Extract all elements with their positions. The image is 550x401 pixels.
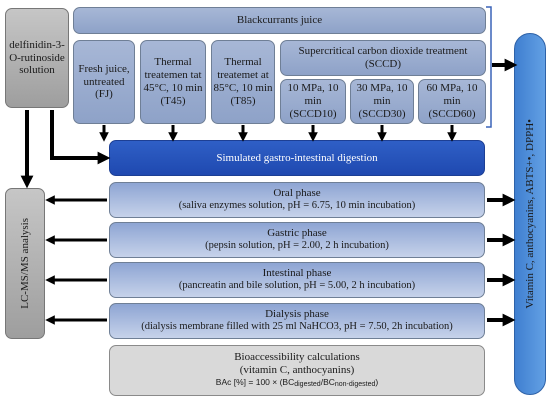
oral-phase-box: Oral phase (saliva enzymes solution, pH … — [109, 182, 485, 218]
bioaccessibility-subtitle: (vitamin C, anthocyanins) — [239, 364, 355, 377]
treatment-fresh-juice: Fresh juice, untreated (FJ) — [73, 40, 135, 124]
treatment-sccd-label: Supercritical carbon dioxide treatment (… — [298, 45, 468, 70]
simulated-digestion-box: Simulated gastro-intestinal digestion — [109, 140, 485, 176]
delfinidin-solution-label: delfinidin-3-O-rutinoside solution — [9, 38, 65, 77]
intestinal-phase-box: Intestinal phase (pancreatin and bile so… — [109, 262, 485, 298]
treatment-thermal-45: Thermal treatemen tat 45°C, 10 min (T45) — [140, 40, 206, 124]
lcms-analysis-box: LC-MS/MS analysis — [5, 188, 45, 339]
treatment-sccd10: 10 MPa, 10 min (SCCD10) — [280, 79, 346, 124]
treatment-sccd: Supercritical carbon dioxide treatment (… — [280, 40, 486, 76]
bioaccessibility-box: Bioaccessibility calculations (vitamin C… — [109, 345, 485, 396]
treatment-thermal-85-label: Thermal treatemet at 85°C, 10 min (T85) — [213, 56, 273, 107]
analysis-results-box: Vitamin C, anthocyanins, ABTS+•, DPPH• — [514, 33, 546, 395]
dialysis-phase-title: Dialysis phase — [265, 308, 329, 321]
oral-phase-description: (saliva enzymes solution, pH = 6.75, 10 … — [178, 200, 416, 212]
gastric-phase-title: Gastric phase — [267, 227, 327, 240]
treatment-thermal-45-label: Thermal treatemen tat 45°C, 10 min (T45) — [143, 56, 203, 107]
blackcurrants-juice-label: Blackcurrants juice — [236, 14, 323, 27]
delfinidin-solution-box: delfinidin-3-O-rutinoside solution — [5, 8, 69, 108]
gastric-phase-box: Gastric phase (pepsin solution, pH = 2.0… — [109, 222, 485, 258]
treatment-sccd10-label: 10 MPa, 10 min (SCCD10) — [287, 82, 339, 120]
intestinal-phase-title: Intestinal phase — [262, 267, 332, 280]
dialysis-phase-box: Dialysis phase (dialysis membrane filled… — [109, 303, 485, 339]
treatment-thermal-85: Thermal treatemet at 85°C, 10 min (T85) — [211, 40, 275, 124]
treatment-sccd60: 60 MPa, 10 min (SCCD60) — [418, 79, 486, 124]
bioaccessibility-formula: BAc [%] = 100 × (BCdigested/BCnon-digest… — [215, 377, 379, 389]
dialysis-phase-description: (dialysis membrane filled with 25 ml NaH… — [141, 321, 453, 333]
arrow-source-to-digestion — [50, 110, 111, 165]
treatment-sccd30: 30 MPa, 10 min (SCCD30) — [350, 79, 414, 124]
intestinal-phase-description: (pancreatin and bile solution, pH = 5.00… — [178, 280, 416, 292]
oral-phase-title: Oral phase — [273, 187, 321, 200]
treatment-sccd60-label: 60 MPa, 10 min (SCCD60) — [426, 82, 478, 120]
treatment-fresh-juice-label: Fresh juice, untreated (FJ) — [78, 62, 130, 101]
simulated-digestion-label: Simulated gastro-intestinal digestion — [216, 151, 378, 164]
blackcurrants-juice-header: Blackcurrants juice — [73, 7, 486, 34]
gastric-phase-description: (pepsin solution, pH = 2.00, 2 h incubat… — [205, 240, 389, 252]
bioaccessibility-title: Bioaccessibility calculations — [234, 351, 360, 364]
treatment-sccd30-label: 30 MPa, 10 min (SCCD30) — [356, 82, 408, 120]
treatments-bracket — [486, 6, 492, 128]
